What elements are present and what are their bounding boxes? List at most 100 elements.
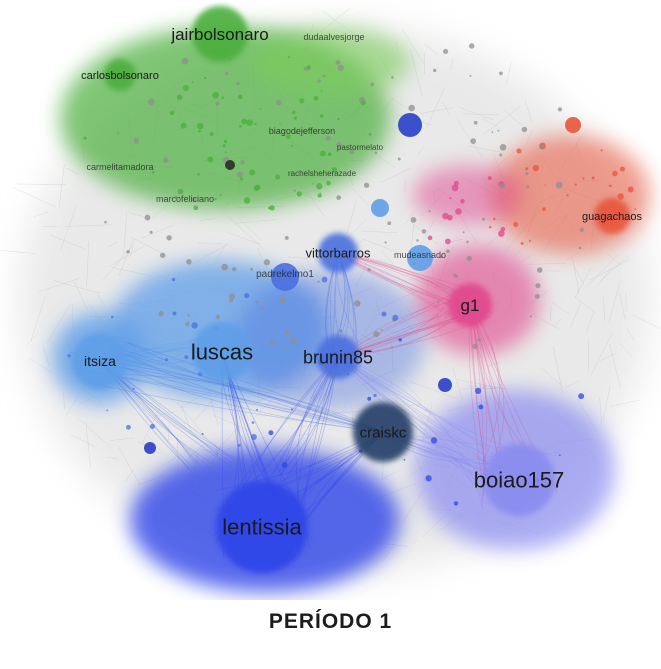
- label-padrekelmo1: padrekelmo1: [256, 269, 314, 280]
- edge: [117, 347, 384, 433]
- small-node: [487, 176, 492, 181]
- background-edge: [457, 106, 494, 121]
- small-node: [600, 149, 603, 152]
- medium-node: [371, 199, 389, 217]
- small-node: [497, 129, 500, 132]
- small-node: [319, 150, 326, 157]
- background-edge: [237, 218, 262, 242]
- background-edge: [554, 317, 562, 327]
- node-luscas: [192, 322, 252, 382]
- small-node: [180, 122, 187, 129]
- small-node-layer: [67, 43, 637, 506]
- small-node: [290, 144, 293, 148]
- small-node: [453, 501, 459, 506]
- background-edge: [417, 145, 424, 156]
- label-dudaalvesjorge: dudaalvesjorge: [303, 32, 364, 42]
- background-edge: [564, 380, 580, 389]
- background-edge: [63, 392, 65, 411]
- small-node: [387, 221, 392, 226]
- small-node: [250, 434, 257, 441]
- small-node: [239, 124, 242, 128]
- background-edge: [129, 247, 134, 258]
- small-node: [182, 84, 190, 92]
- small-node: [469, 74, 472, 77]
- small-node: [397, 157, 401, 161]
- small-node: [557, 107, 563, 112]
- background-edge: [381, 537, 399, 563]
- small-node: [150, 423, 156, 429]
- background-edge: [485, 233, 502, 247]
- small-node: [158, 310, 164, 317]
- background-edge: [380, 167, 412, 183]
- edge: [337, 356, 507, 471]
- label-guagachaos: guagachaos: [582, 211, 642, 223]
- small-node: [338, 329, 343, 333]
- label-rachelsheherazade: rachelsheherazade: [288, 169, 357, 178]
- background-edge: [147, 434, 164, 455]
- small-node: [313, 95, 319, 101]
- background-edge: [570, 301, 582, 327]
- small-node: [236, 81, 240, 86]
- small-node: [113, 165, 116, 168]
- small-node: [481, 217, 486, 221]
- small-node: [292, 110, 296, 115]
- background-edge: [409, 381, 457, 399]
- edge: [337, 356, 487, 481]
- edge: [128, 342, 384, 433]
- small-node: [126, 250, 130, 254]
- small-node: [291, 408, 293, 411]
- background-edge: [58, 164, 65, 208]
- small-node: [462, 231, 465, 234]
- small-node: [281, 462, 288, 469]
- small-node: [449, 197, 452, 200]
- background-edge: [64, 224, 112, 227]
- background-edge: [483, 105, 521, 135]
- background-edge: [141, 224, 174, 239]
- small-node: [144, 214, 151, 221]
- small-node: [284, 235, 289, 240]
- small-node: [275, 99, 282, 106]
- background-edge: [619, 293, 626, 321]
- small-node: [439, 255, 443, 259]
- background-edge: [389, 97, 412, 112]
- small-node: [430, 437, 438, 444]
- background-edge: [457, 379, 505, 390]
- small-node: [472, 343, 478, 349]
- small-node: [354, 300, 361, 307]
- small-node: [539, 144, 545, 150]
- major-node-layer: [72, 6, 630, 573]
- edge: [99, 360, 313, 495]
- small-node: [212, 91, 219, 99]
- label-pastormelato: pastormelato: [337, 143, 384, 152]
- small-node: [214, 197, 217, 201]
- small-node: [317, 79, 321, 83]
- background-edge: [574, 296, 596, 314]
- cluster-halo-layer: [52, 26, 650, 592]
- green-cluster-halo: [250, 27, 410, 97]
- small-node: [116, 132, 120, 135]
- small-node: [239, 177, 244, 181]
- small-node: [191, 81, 194, 83]
- small-node: [110, 315, 114, 319]
- background-edge: [52, 280, 100, 294]
- background-edge: [130, 236, 167, 257]
- edge: [114, 351, 384, 433]
- network-graph-svg: dudaalvesjorgebiagodejeffersoncarmelitam…: [0, 6, 661, 592]
- background-edge: [177, 402, 207, 438]
- background-edge: [86, 241, 89, 288]
- small-node: [445, 316, 447, 318]
- edge: [114, 362, 384, 433]
- small-node: [349, 149, 355, 155]
- small-node: [478, 404, 484, 410]
- edge: [337, 356, 487, 504]
- background-edge: [212, 414, 250, 432]
- small-node: [473, 120, 478, 125]
- small-node: [363, 182, 370, 188]
- small-node: [612, 170, 618, 177]
- background-edge: [597, 268, 612, 286]
- small-node: [283, 347, 286, 351]
- small-node: [325, 135, 331, 141]
- small-node: [337, 64, 344, 72]
- small-node: [295, 131, 298, 134]
- edge: [123, 341, 384, 433]
